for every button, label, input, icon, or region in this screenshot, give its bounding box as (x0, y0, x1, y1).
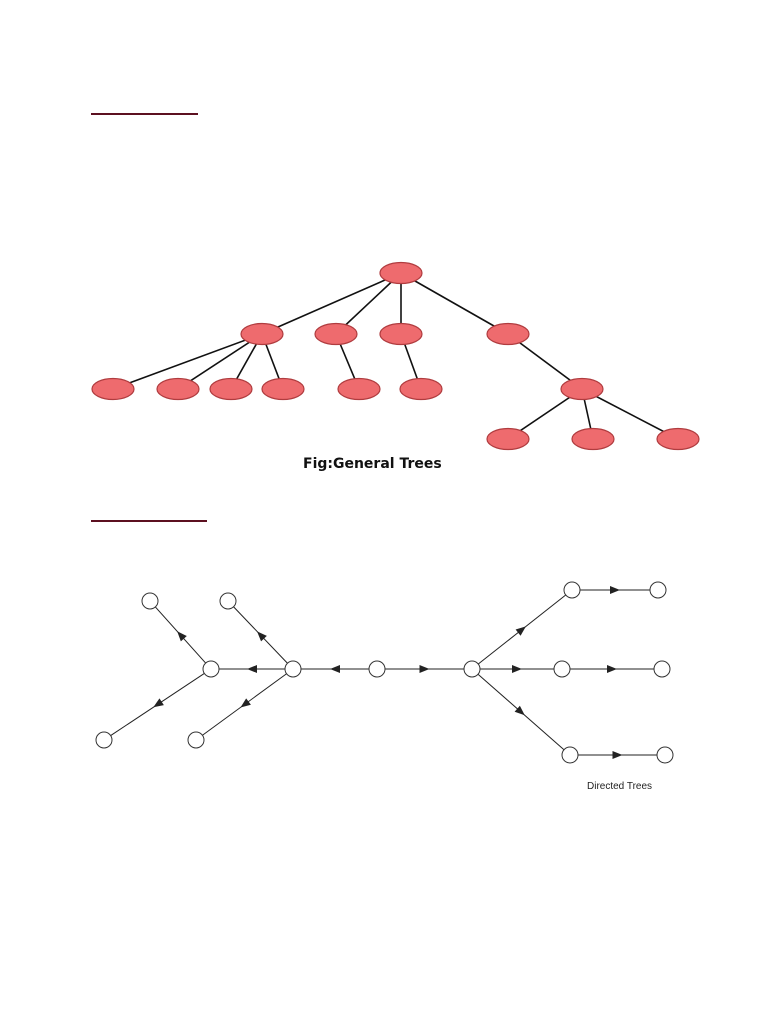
tree-node (486, 427, 530, 451)
tree-node (337, 377, 381, 401)
arrowhead (610, 586, 620, 594)
arrowhead (153, 698, 164, 708)
arrowhead (419, 665, 430, 673)
tree-edge (400, 272, 509, 335)
arrowhead (607, 665, 617, 673)
arrowhead (330, 665, 340, 673)
directed-node (561, 746, 579, 764)
arrowhead (257, 631, 267, 642)
arrowhead (512, 665, 522, 673)
arrowhead (247, 665, 257, 673)
arrowhead (612, 751, 623, 759)
directed-node (563, 581, 581, 599)
tree-edge (112, 333, 263, 390)
general-tree-nodes (91, 261, 700, 451)
arrowhead (177, 631, 187, 642)
directed-node (553, 660, 571, 678)
directed-node (368, 660, 386, 678)
tree-node (156, 377, 200, 401)
directed-node (187, 731, 205, 749)
directed-node (95, 731, 113, 749)
tree-node (379, 322, 423, 346)
tree-node (379, 261, 423, 285)
tree-node (571, 427, 615, 451)
tree-node (314, 322, 358, 346)
tree-node (656, 427, 700, 451)
general-tree-caption: Fig:General Trees (303, 456, 442, 472)
arrowhead (515, 626, 526, 636)
directed-node (649, 581, 667, 599)
directed-node (284, 660, 302, 678)
directed-node (141, 592, 159, 610)
directed-node (202, 660, 220, 678)
directed-node (656, 746, 674, 764)
tree-edge (507, 333, 583, 390)
heading-underline-2 (91, 520, 207, 522)
heading-underline-1 (91, 113, 198, 115)
tree-node (399, 377, 443, 401)
arrowhead (514, 705, 525, 716)
tree-edge (581, 388, 679, 440)
directed-tree-caption: Directed Trees (587, 781, 653, 792)
tree-edge (177, 333, 263, 390)
tree-node (209, 377, 253, 401)
tree-edge (335, 272, 402, 335)
tree-node (240, 322, 284, 346)
tree-node (261, 377, 305, 401)
arrowhead (240, 698, 251, 708)
tree-node (91, 377, 135, 401)
tree-edge (261, 272, 402, 335)
tree-node (486, 322, 530, 346)
directed-node (219, 592, 237, 610)
directed-node (653, 660, 671, 678)
directed-tree-arrows (153, 586, 623, 759)
directed-tree-nodes (95, 581, 674, 764)
tree-node (560, 377, 604, 401)
directed-node (463, 660, 481, 678)
